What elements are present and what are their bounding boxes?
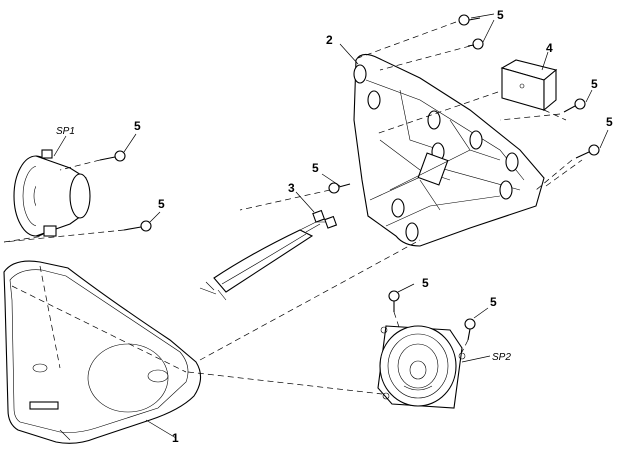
screw-right-2 (575, 144, 600, 159)
screw-top-1 (458, 14, 481, 26)
label-bracket: 2 (326, 33, 333, 47)
screw-sp2-right (464, 318, 476, 341)
label-screw-sp1-bottom: 5 (158, 197, 165, 211)
leader-lines (53, 13, 609, 439)
callout-labels: 5 2 4 5 5 5 3 5 5 5 5 1 SP1 SP2 (56, 8, 613, 445)
label-screw-right-1: 5 (591, 77, 598, 91)
speaker-sp2 (377, 325, 466, 409)
label-screw-middle: 5 (312, 161, 319, 175)
label-sp1: SP1 (56, 126, 75, 137)
screw-sp2-left (388, 290, 400, 312)
screw-middle (328, 182, 351, 194)
label-screw-sp2-right: 5 (490, 295, 497, 309)
label-sp2: SP2 (492, 352, 511, 363)
mounting-bracket-part-2 (353, 53, 545, 247)
screw-right-1 (563, 98, 586, 113)
screws-part-5 (99, 14, 600, 341)
label-screw-sp1-top: 5 (134, 119, 141, 133)
speaker-sp1 (13, 149, 91, 237)
label-cover: 1 (172, 431, 179, 445)
assembly-guide-lines (3, 21, 583, 395)
label-harness: 3 (288, 181, 295, 195)
label-screw-right-2: 5 (606, 115, 613, 129)
connector-box-part-4 (500, 59, 558, 112)
label-connector-box: 4 (546, 41, 553, 55)
label-screw-sp2-left: 5 (422, 276, 429, 290)
wire-harness-part-3 (199, 209, 338, 301)
screw-sp1-top (99, 150, 126, 162)
speaker-cover-part-1 (3, 260, 202, 444)
screw-top-2 (467, 38, 484, 50)
label-screw-top: 5 (497, 8, 504, 22)
screw-sp1-bottom (123, 220, 152, 232)
